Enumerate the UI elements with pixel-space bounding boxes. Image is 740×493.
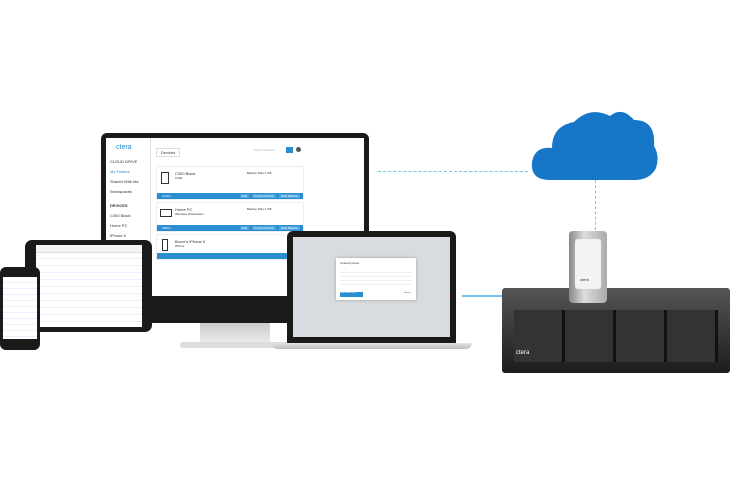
device-action-bar bbox=[157, 253, 303, 259]
laptop-base bbox=[272, 343, 472, 349]
search-button[interactable] bbox=[286, 147, 293, 153]
status: Online bbox=[162, 194, 171, 198]
sidebar-device-3[interactable]: iPhone 6 bbox=[110, 233, 126, 238]
gear-icon[interactable] bbox=[296, 147, 301, 152]
view-backup-button[interactable]: View Backup bbox=[278, 194, 300, 198]
cloud-nas-line bbox=[595, 180, 596, 230]
device-name: Bruce's iPhone 6 bbox=[175, 239, 206, 244]
device-info: Backup Plan 2 GB bbox=[247, 207, 272, 211]
server-logo: ctera bbox=[516, 350, 530, 356]
laptop: Upload Queue Upload More Files Cancel bbox=[287, 231, 456, 343]
monitor-stand bbox=[200, 323, 270, 345]
device-info: Backup Plan 2 GB bbox=[247, 171, 272, 175]
search-input[interactable]: Search devices bbox=[254, 148, 275, 152]
laptop-nas-line bbox=[462, 295, 528, 297]
monitor-base bbox=[180, 342, 290, 348]
device-type: C300 bbox=[175, 176, 183, 180]
sidebar-my-folders[interactable]: My Folders bbox=[110, 169, 130, 174]
device-card: Home PC Windows Workstation Backup Plan … bbox=[156, 202, 304, 232]
close-button[interactable]: Cancel bbox=[404, 292, 411, 294]
edit-button[interactable]: Edit bbox=[239, 226, 250, 230]
device-name: Home PC bbox=[175, 207, 193, 212]
cloud-icon bbox=[531, 111, 658, 180]
phone-icon bbox=[162, 239, 168, 251]
sidebar-shared[interactable]: Shared With Me bbox=[110, 179, 139, 184]
dialog-title: Upload Queue bbox=[340, 261, 360, 265]
view-backup-button[interactable]: View Backup bbox=[278, 226, 300, 230]
phone bbox=[0, 267, 40, 350]
device-type: iPhone bbox=[175, 244, 185, 248]
nas-logo: ctera bbox=[580, 277, 589, 282]
device-card: Bruce's iPhone 6 iPhone bbox=[156, 234, 304, 260]
rack-server: ctera bbox=[502, 288, 730, 373]
device-card: C300 Black C300 Backup Plan 2 GB Online … bbox=[156, 166, 304, 200]
cloud-link-line bbox=[378, 171, 528, 172]
access-device-button[interactable]: Access Device bbox=[252, 194, 276, 198]
upload-more-button[interactable]: Upload More Files bbox=[340, 292, 363, 297]
device-action-bar: Online Edit Access Device View Backup bbox=[157, 193, 303, 199]
nas-icon bbox=[161, 172, 169, 184]
sidebar-cloud-drive[interactable]: CLOUD DRIVE bbox=[110, 159, 138, 164]
access-device-button[interactable]: Access Device bbox=[252, 226, 276, 230]
app-logo: ctera bbox=[116, 144, 132, 151]
device-action-bar: Offline Edit Access Device View Backup bbox=[157, 225, 303, 231]
device-name: C300 Black bbox=[175, 171, 196, 176]
sidebar-workspaces[interactable]: Workspaces bbox=[110, 189, 132, 194]
device-type: Windows Workstation bbox=[175, 212, 204, 216]
edit-button[interactable]: Edit bbox=[239, 194, 250, 198]
monitor-icon bbox=[160, 209, 172, 217]
sidebar-devices[interactable]: DEVICES bbox=[110, 203, 128, 208]
sidebar-device-1[interactable]: C300 Black bbox=[110, 213, 131, 218]
sidebar-device-2[interactable]: Home PC bbox=[110, 223, 128, 228]
upload-dialog: Upload Queue Upload More Files Cancel bbox=[336, 258, 416, 300]
nas-device: ctera bbox=[569, 231, 607, 303]
status: Offline bbox=[162, 226, 171, 230]
tablet bbox=[25, 240, 152, 332]
tab-devices[interactable]: Devices bbox=[156, 148, 181, 157]
